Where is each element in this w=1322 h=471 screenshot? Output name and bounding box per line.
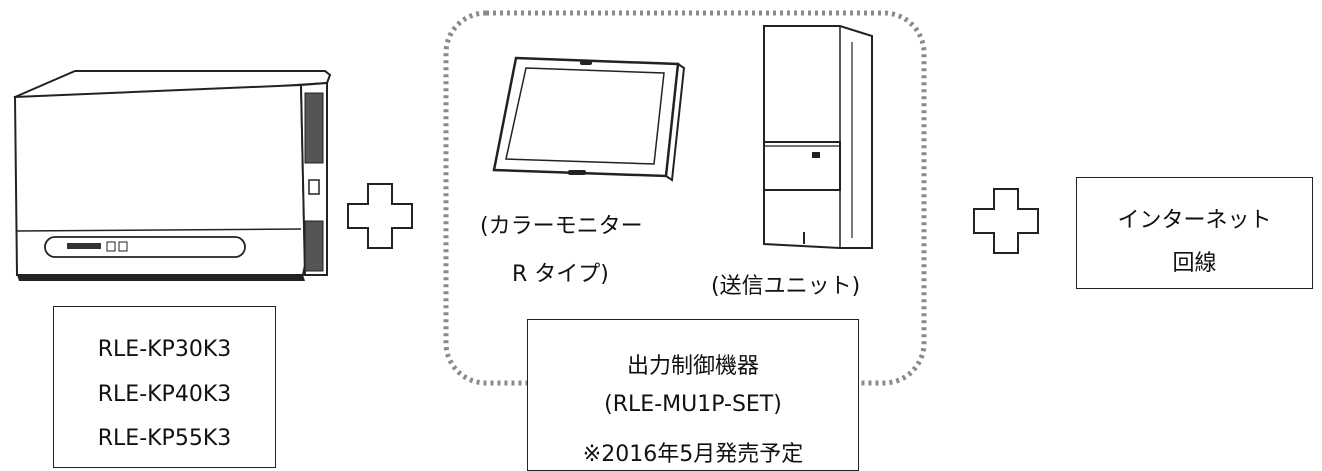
color-monitor-illustration: [492, 56, 686, 182]
monitor-label: (カラーモニター: [480, 214, 643, 239]
transmitter-unit-illustration: [763, 25, 873, 249]
transmitter-label: (送信ユニット): [711, 274, 861, 299]
internet-box: インターネット 回線: [1076, 177, 1313, 289]
model-name: RLE-KP30K3: [97, 337, 232, 362]
model-list-box: RLE-KP30K3 RLE-KP40K3 RLE-KP55K3: [53, 306, 276, 468]
release-note: ※2016年5月発売予定: [582, 442, 804, 467]
internet-label: インターネット: [1117, 208, 1272, 233]
output-control-name: 出力制御機器: [626, 354, 759, 379]
model-name: RLE-KP55K3: [97, 426, 232, 451]
plus-icon: [973, 188, 1039, 254]
output-control-code: (RLE-MU1P-SET): [604, 392, 782, 417]
model-name: RLE-KP40K3: [97, 382, 232, 407]
output-control-box: 出力制御機器 (RLE-MU1P-SET) ※2016年5月発売予定: [527, 319, 859, 471]
power-unit-illustration: [13, 70, 332, 281]
internet-label: 回線: [1172, 251, 1217, 276]
monitor-label: R タイプ): [512, 262, 609, 287]
plus-icon: [347, 183, 413, 249]
